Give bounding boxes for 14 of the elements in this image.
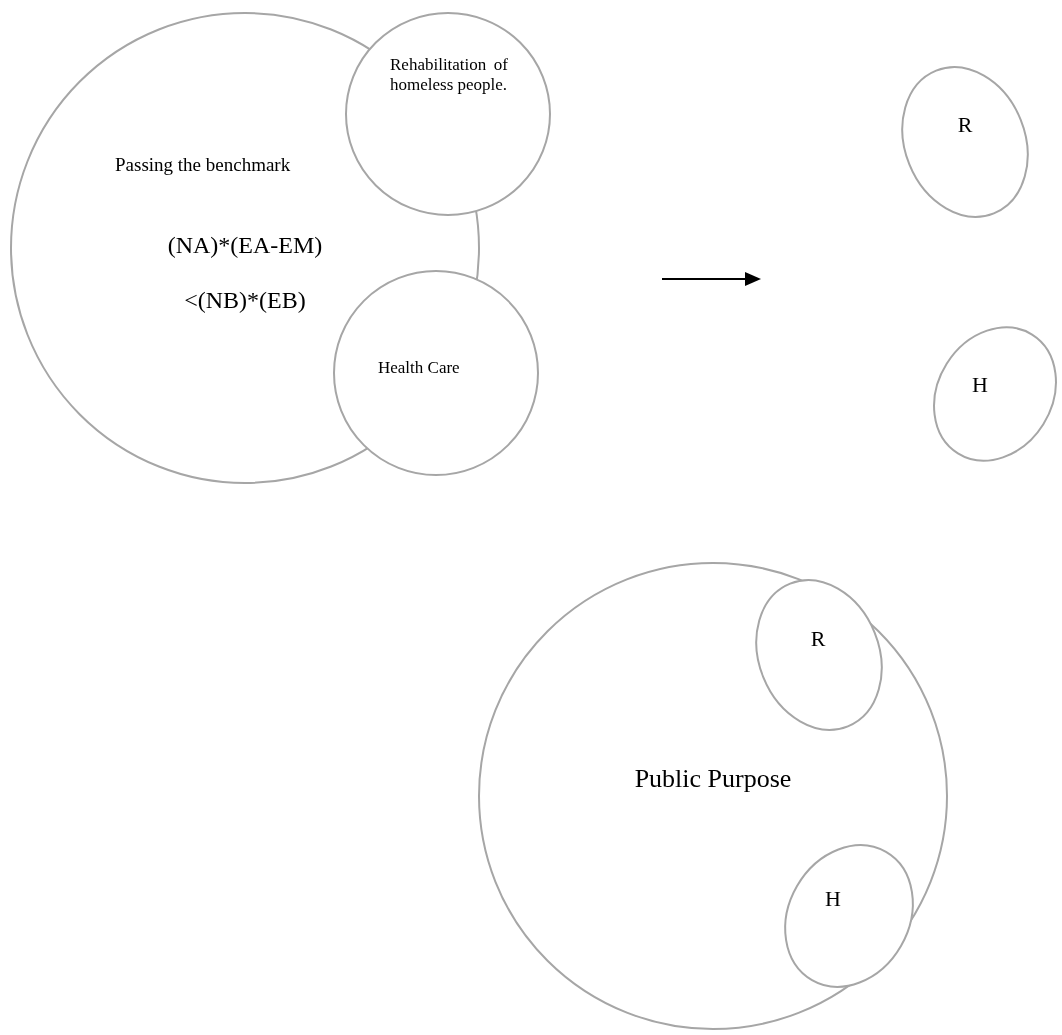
ellipse-shape [782, 843, 916, 989]
ellipse-shape [900, 67, 1030, 217]
node-label: R [956, 112, 974, 139]
node-label: Rehabilitation of homeless people. [390, 55, 508, 96]
node-label: Passing the benchmark [115, 154, 292, 177]
ellipse-shape [754, 580, 884, 730]
large-circle [478, 562, 948, 1030]
node-label: R [809, 626, 827, 653]
node-label: H [824, 886, 842, 913]
circle-shape [333, 270, 539, 476]
circle-shape [345, 12, 551, 216]
node-label: Health Care [378, 358, 461, 379]
formula-text: (NA)*(EA-EM)<(NB)*(EB) [166, 231, 324, 316]
node-label: Public Purpose [633, 763, 793, 795]
